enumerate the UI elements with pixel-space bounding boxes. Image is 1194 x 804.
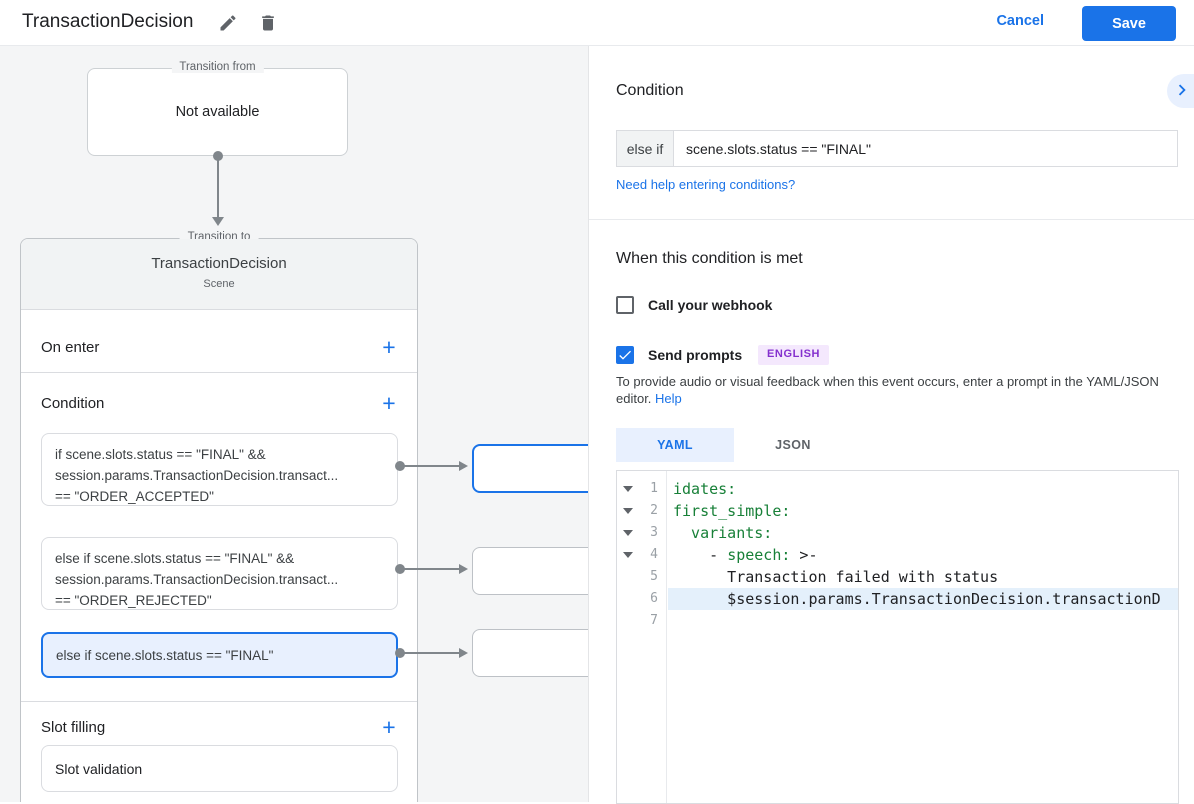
condition-card-line: else if scene.slots.status == "FINAL" &&: [55, 551, 295, 566]
code-line: Transaction failed with status: [673, 568, 999, 586]
page-title: TransactionDecision: [22, 11, 194, 32]
line-number: 3: [650, 525, 658, 540]
code-token: speech:: [727, 546, 791, 564]
add-on-enter-button[interactable]: +: [375, 333, 403, 361]
arrow-down-icon: [212, 217, 224, 226]
fold-arrow-icon[interactable]: [623, 486, 633, 492]
condition-input-row: else if: [616, 130, 1178, 167]
transition-node-box[interactable]: [472, 547, 599, 595]
add-slot-filling-button[interactable]: +: [375, 713, 403, 741]
condition-card-line: if scene.slots.status == "FINAL" &&: [55, 447, 266, 462]
tab-yaml[interactable]: YAML: [616, 428, 734, 462]
condition-input[interactable]: [674, 131, 1177, 166]
diagram-canvas: Transition from Not available Transition…: [0, 46, 588, 802]
condition-card-selected[interactable]: else if scene.slots.status == "FINAL": [41, 632, 398, 678]
divider: [21, 701, 417, 702]
connector-dot: [395, 461, 405, 471]
on-enter-label: On enter: [41, 339, 100, 356]
chevron-right-icon: [1168, 84, 1193, 104]
webhook-label: Call your webhook: [648, 297, 773, 313]
edit-button[interactable]: [216, 12, 240, 36]
transition-node-box[interactable]: [472, 629, 599, 677]
code-editor[interactable]: 1 2 3 4 5 6 7 idates: first_simple: vari…: [616, 470, 1179, 804]
transition-to-box: Transition to TransactionDecision Scene …: [20, 231, 418, 802]
slot-validation-label: Slot validation: [55, 760, 143, 777]
arrow-right-icon: [459, 564, 468, 574]
code-line: [668, 610, 1178, 632]
prompt-note: To provide audio or visual feedback when…: [616, 373, 1176, 407]
scene-header: TransactionDecision Scene: [21, 239, 417, 310]
connector-line: [403, 465, 460, 467]
delete-button[interactable]: [256, 12, 280, 36]
transition-node-box[interactable]: [472, 444, 599, 493]
condition-card-line: session.params.TransactionDecision.trans…: [55, 572, 339, 587]
connector-line: [403, 652, 460, 654]
condition-heading: Condition: [616, 82, 684, 99]
condition-section-label: Condition: [41, 395, 105, 412]
pencil-icon: [218, 14, 238, 36]
condition-card-line: == "ORDER_REJECTED": [55, 593, 212, 608]
code-area[interactable]: idates: first_simple: variants: - speech…: [668, 471, 1178, 803]
condition-card-line: session.params.TransactionDecision.trans…: [55, 468, 339, 483]
transition-from-legend: Transition from: [171, 61, 264, 73]
condition-card-line: else if scene.slots.status == "FINAL": [56, 647, 274, 663]
send-prompts-label: Send prompts: [648, 347, 743, 363]
top-bar: TransactionDecision Cancel Save: [0, 0, 1194, 46]
fold-arrow-icon[interactable]: [623, 508, 633, 514]
condition-detail-panel: Condition else if Need help entering con…: [588, 46, 1194, 804]
connector-dot: [213, 151, 223, 161]
fold-arrow-icon[interactable]: [623, 530, 633, 536]
when-condition-met-heading: When this condition is met: [616, 250, 803, 267]
scene-subtitle: Scene: [203, 278, 235, 290]
condition-card-line: == "ORDER_ACCEPTED": [55, 489, 214, 504]
cancel-button[interactable]: Cancel: [996, 13, 1044, 29]
slot-validation-card[interactable]: Slot validation: [41, 745, 398, 792]
fold-arrow-icon[interactable]: [623, 552, 633, 558]
line-number: 5: [650, 569, 658, 584]
code-line-highlighted: $session.params.TransactionDecision.tran…: [668, 588, 1178, 610]
code-token: -: [673, 546, 728, 564]
code-line: first_simple:: [673, 502, 791, 520]
connector-dot: [395, 648, 405, 658]
scene-title: TransactionDecision: [151, 255, 287, 272]
line-number: 7: [650, 613, 658, 628]
prompt-note-text: To provide audio or visual feedback when…: [616, 374, 1159, 406]
slot-filling-label: Slot filling: [41, 719, 106, 736]
editor-gutter: 1 2 3 4 5 6 7: [617, 471, 667, 803]
line-number: 4: [650, 547, 658, 562]
line-number: 2: [650, 503, 658, 518]
tab-json[interactable]: JSON: [775, 438, 811, 452]
condition-card[interactable]: if scene.slots.status == "FINAL" && sess…: [41, 433, 398, 506]
connector-line: [403, 568, 460, 570]
help-link[interactable]: Help: [655, 391, 682, 406]
add-condition-button[interactable]: +: [375, 389, 403, 417]
line-number: 1: [650, 481, 658, 496]
trash-icon: [258, 15, 278, 36]
code-token: >-: [790, 546, 818, 564]
arrow-right-icon: [459, 461, 468, 471]
code-line: - speech: >-: [668, 544, 1178, 566]
webhook-checkbox[interactable]: [616, 296, 634, 314]
arrow-right-icon: [459, 648, 468, 658]
condition-prefix: else if: [617, 131, 674, 166]
line-number: 6: [650, 591, 658, 606]
conditions-help-link[interactable]: Need help entering conditions?: [616, 177, 796, 192]
condition-card[interactable]: else if scene.slots.status == "FINAL" &&…: [41, 537, 398, 610]
send-prompts-checkbox[interactable]: [616, 346, 634, 364]
language-badge: ENGLISH: [758, 345, 830, 365]
connector-line: [217, 160, 219, 217]
collapse-panel-button[interactable]: [1167, 74, 1194, 108]
save-button[interactable]: Save: [1082, 6, 1176, 41]
code-line: idates:: [673, 480, 737, 498]
transition-from-box: Transition from Not available: [87, 61, 348, 156]
divider: [589, 219, 1194, 220]
divider: [21, 372, 417, 373]
transition-from-value: Not available: [175, 104, 260, 120]
connector-dot: [395, 564, 405, 574]
code-line: variants:: [673, 524, 773, 542]
check-icon: [618, 350, 633, 367]
